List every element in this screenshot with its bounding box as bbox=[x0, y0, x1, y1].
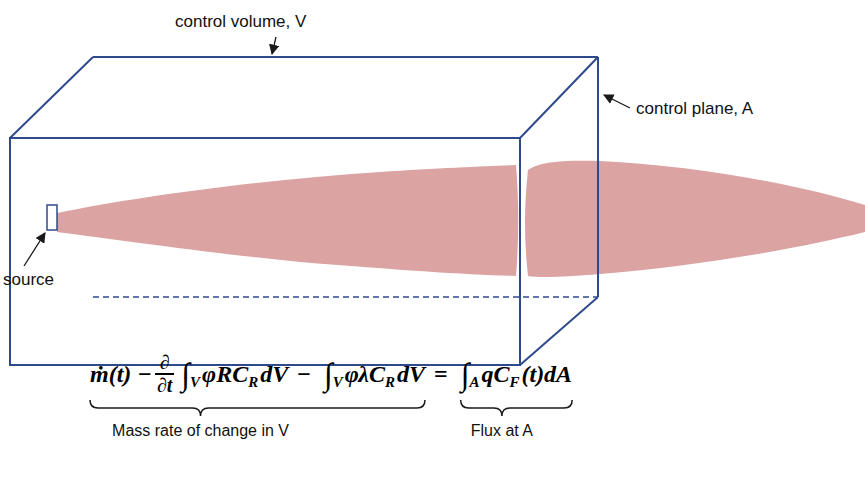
plume-outside bbox=[525, 161, 865, 277]
equation-term: ∂ bbox=[155, 352, 174, 375]
equation-term: (t)dA bbox=[521, 360, 572, 389]
equation: ṁ(t) −∂∂t∫VφRCRdV−∫VφλCRdV=∫AqCF(t)dA bbox=[90, 352, 572, 396]
callout-label: control volume, V bbox=[175, 12, 306, 32]
equation-term: dV bbox=[397, 360, 425, 389]
equation-subscript: R bbox=[248, 373, 258, 391]
brace-label: Mass rate of change in V bbox=[112, 422, 289, 440]
box-edge bbox=[597, 57, 599, 297]
box-edge bbox=[10, 57, 93, 138]
equation-term: ∂t bbox=[155, 375, 174, 396]
equation-term: ∫ bbox=[461, 355, 470, 393]
callout-label: source bbox=[3, 270, 54, 290]
hidden-edge bbox=[93, 296, 598, 298]
leader-arrow bbox=[272, 37, 276, 54]
equation-term: ∫ bbox=[181, 355, 190, 393]
box-edge bbox=[520, 297, 598, 365]
box-edge bbox=[520, 57, 598, 138]
equation-subscript: A bbox=[469, 373, 479, 391]
equation-subscript: F bbox=[509, 373, 519, 391]
equation-subscript: V bbox=[190, 373, 200, 391]
brace-label: Flux at A bbox=[471, 422, 533, 440]
equation-operator: = bbox=[434, 360, 448, 389]
equation-term: φRC bbox=[202, 360, 248, 389]
equation-term: ṁ(t) − bbox=[90, 360, 152, 389]
equation-term: φλC bbox=[345, 360, 385, 389]
box-edge bbox=[93, 56, 598, 58]
braces bbox=[90, 400, 572, 416]
equation-term: qC bbox=[481, 360, 509, 389]
leader-arrow bbox=[24, 233, 45, 266]
equation-subscript: V bbox=[333, 373, 343, 391]
equation-operator: − bbox=[297, 360, 311, 389]
plume-inside bbox=[57, 165, 518, 276]
equation-subscript: R bbox=[385, 373, 395, 391]
source-square bbox=[47, 205, 57, 230]
underbrace bbox=[461, 400, 572, 416]
equation-term: dV bbox=[260, 360, 288, 389]
leader-arrow bbox=[604, 95, 630, 108]
control-volume-box bbox=[10, 57, 598, 365]
callout-label: control plane, A bbox=[636, 99, 753, 119]
fraction: ∂∂t bbox=[155, 352, 174, 396]
equation-term: ∫ bbox=[324, 355, 333, 393]
underbrace bbox=[90, 400, 425, 416]
front-face bbox=[10, 138, 520, 365]
